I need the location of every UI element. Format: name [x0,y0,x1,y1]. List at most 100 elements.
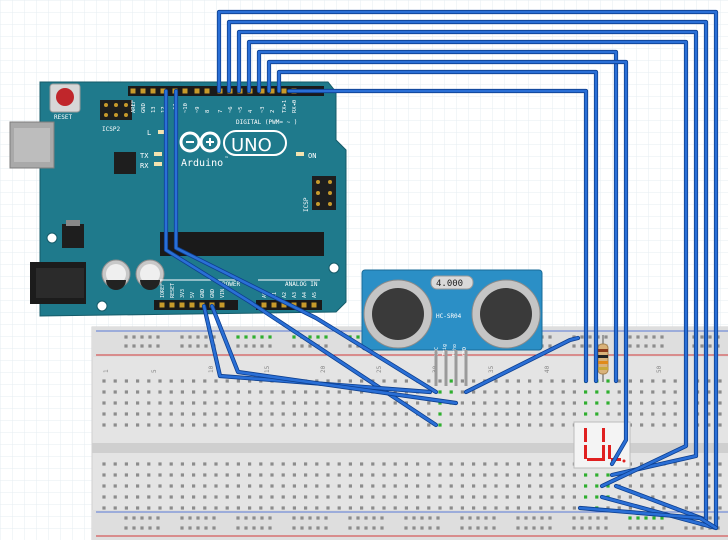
breadboard-hole [460,379,464,383]
breadboard-hole [113,495,117,499]
digital-pin [140,88,146,94]
breadboard-hole [427,401,431,405]
breadboard-hole [718,412,722,416]
breadboard-hole [315,462,319,466]
breadboard-hole [270,412,274,416]
analog-pin-label: A4 [302,292,308,298]
breadboard-hole [628,379,632,383]
breadboard-hole [180,412,184,416]
analog-pin-label: A1 [272,292,278,298]
breadboard-hole [472,462,476,466]
breadboard-hole [516,379,520,383]
crystal [430,275,474,290]
breadboard-hole [382,401,386,405]
breadboard-hole [628,390,632,394]
power-pin-label: 3V3 [180,289,186,298]
breadboard-hole [124,423,128,427]
rail-hole [196,526,200,530]
breadboard-hole [225,412,229,416]
power-pin-label: VIN [220,289,226,298]
rail-hole [692,526,696,530]
breadboard-hole [662,401,666,405]
breadboard-hole [180,462,184,466]
rail-hole [484,516,488,520]
rail-hole [476,526,480,530]
breadboard-hole [281,412,285,416]
breadboard-hole [707,390,711,394]
rail-hole [524,526,528,530]
breadboard-hole [550,506,554,510]
breadboard-hole [628,473,632,477]
breadboard-hole [438,484,442,488]
wire [210,304,458,405]
breadboard-hole [539,390,543,394]
col-number-50: 50 [656,365,663,373]
breadboard-hole [494,462,498,466]
breadboard-hole [337,423,341,427]
breadboard-hole [416,473,420,477]
breadboard-hole [203,506,207,510]
power-pin [199,302,205,308]
breadboard-hole [472,401,476,405]
breadboard-hole [124,495,128,499]
breadboard-hole [102,390,106,394]
rail-hole [596,526,600,530]
rail-hole [588,335,592,339]
breadboard-hole [561,473,565,477]
breadboard-hole [214,379,218,383]
breadboard-hole [102,412,106,416]
breadboard-hole [438,390,442,394]
breadboard-hole [718,401,722,405]
breadboard-hole [662,390,666,394]
breadboard-hole [315,484,319,488]
breadboard-hole [617,506,621,510]
rail-hole [204,344,208,348]
rail-hole [132,526,136,530]
breadboard-hole [528,495,532,499]
breadboard-hole [494,423,498,427]
breadboard-hole [348,379,352,383]
rail-hole [644,344,648,348]
breadboard-hole [539,462,543,466]
led-rx-label: RX [140,162,149,170]
rail-hole [180,344,184,348]
breadboard-hole [460,506,464,510]
rail-hole [652,335,656,339]
rail-hole [188,335,192,339]
rail-hole [300,516,304,520]
breadboard-hole [662,484,666,488]
breadboard-hole [505,473,509,477]
rail-hole [372,526,376,530]
breadboard-hole [236,495,240,499]
breadboard-hole [550,484,554,488]
breadboard-hole [225,401,229,405]
breadboard-hole [606,379,610,383]
rail-hole [124,344,128,348]
breadboard-hole [718,390,722,394]
breadboard-hole [404,462,408,466]
breadboard-hole [203,423,207,427]
breadboard-hole [203,379,207,383]
digital-pin-label: 8 [205,110,211,113]
breadboard-hole [169,495,173,499]
breadboard-hole [640,462,644,466]
analog-pin [261,302,267,308]
breadboard-hole [438,412,442,416]
rail-hole [492,526,496,530]
breadboard-hole [259,412,263,416]
wire [174,89,438,394]
breadboard-hole [348,462,352,466]
rail-hole [580,344,584,348]
breadboard-hole [505,495,509,499]
rail-hole [268,335,272,339]
breadboard-hole [494,379,498,383]
breadboard-hole [147,412,151,416]
breadboard-hole [494,390,498,394]
breadboard-hole [360,506,364,510]
breadboard-hole [673,412,677,416]
breadboard-hole [673,484,677,488]
rail-hole [532,516,536,520]
breadboard-hole [248,462,252,466]
breadboard-hole [561,390,565,394]
breadboard-hole [124,484,128,488]
